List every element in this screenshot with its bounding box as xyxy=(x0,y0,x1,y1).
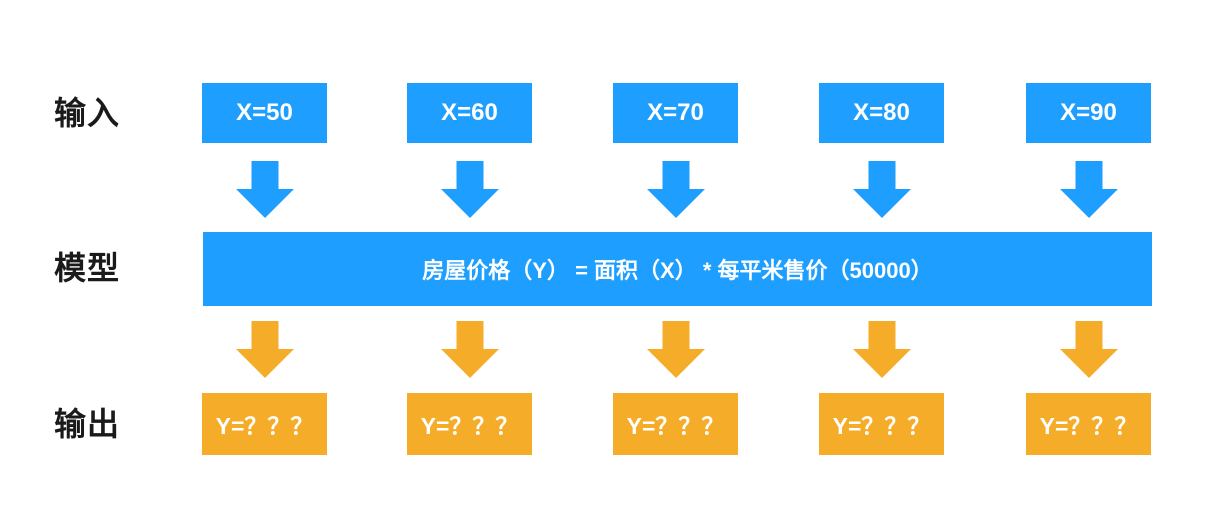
input-box-x60: X=60 xyxy=(407,83,532,143)
row-label-model: 模型 xyxy=(54,250,121,286)
output-box-3: Y=？？？ xyxy=(613,393,738,455)
input-box-x50: X=50 xyxy=(202,83,327,143)
model-formula-bar: 房屋价格（Y） = 面积（X） * 每平米售价（50000） xyxy=(203,232,1152,306)
output-box-2: Y=？？？ xyxy=(407,393,532,455)
down-arrow-icon xyxy=(441,321,499,378)
down-arrow-icon xyxy=(647,321,705,378)
down-arrow-icon xyxy=(441,161,499,218)
input-box-x80: X=80 xyxy=(819,83,944,143)
down-arrow-icon xyxy=(853,321,911,378)
output-box-1: Y=？？？ xyxy=(202,393,327,455)
row-label-output: 输出 xyxy=(54,406,121,442)
input-box-x90: X=90 xyxy=(1026,83,1151,143)
output-box-5: Y=？？？ xyxy=(1026,393,1151,455)
row-label-input: 输入 xyxy=(54,95,121,131)
down-arrow-icon xyxy=(1060,321,1118,378)
down-arrow-icon xyxy=(853,161,911,218)
down-arrow-icon xyxy=(236,161,294,218)
down-arrow-icon xyxy=(1060,161,1118,218)
down-arrow-icon xyxy=(236,321,294,378)
output-box-4: Y=？？？ xyxy=(819,393,944,455)
down-arrow-icon xyxy=(647,161,705,218)
input-box-x70: X=70 xyxy=(613,83,738,143)
